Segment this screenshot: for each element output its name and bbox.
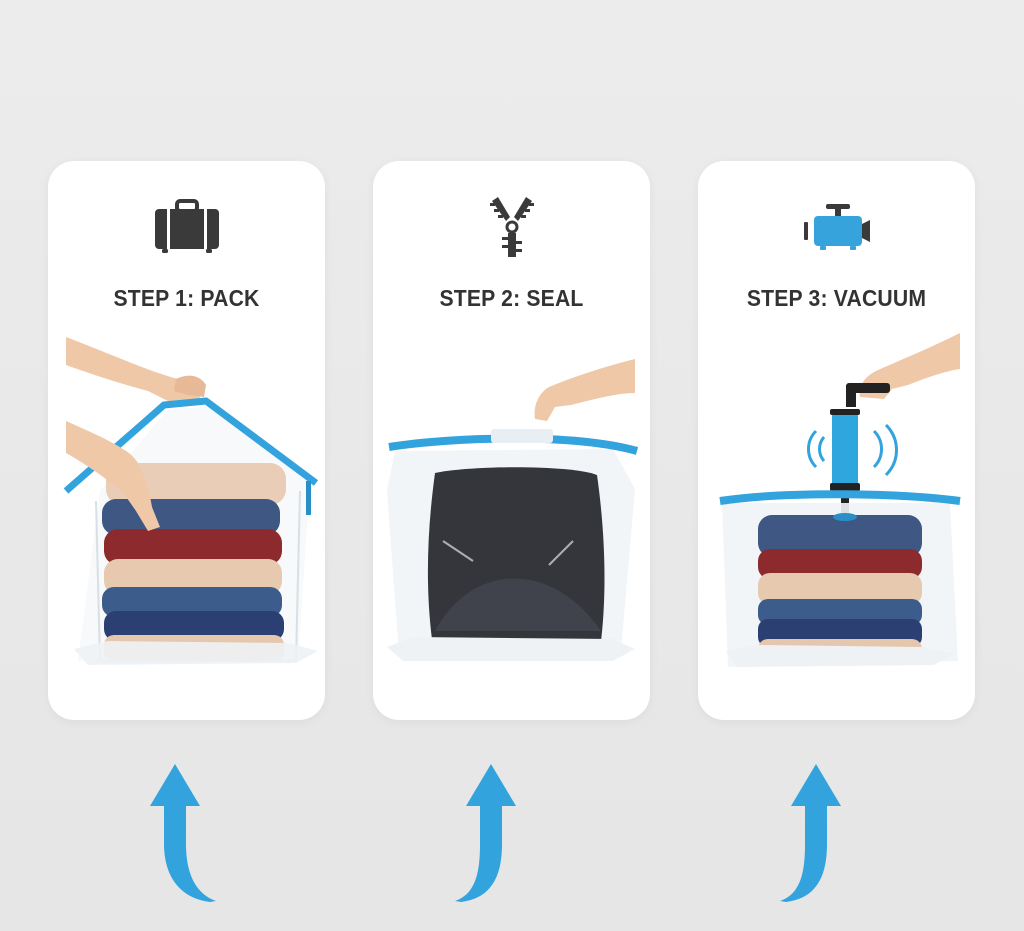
step-title: STEP 3: VACUUM xyxy=(746,285,927,311)
zipper-icon xyxy=(373,197,650,257)
vacuum-photo xyxy=(698,331,975,720)
curved-up-arrow-icon xyxy=(780,764,870,904)
curved-up-arrow-icon xyxy=(455,764,545,904)
step-card-vacuum: STEP 3: VACUUM xyxy=(698,161,975,720)
step-title: STEP 1: PACK xyxy=(113,285,260,311)
pack-photo xyxy=(48,331,325,720)
step-card-seal: STEP 2: SEAL xyxy=(373,161,650,720)
step-title: STEP 2: SEAL xyxy=(439,285,584,311)
vacuum-pump-icon xyxy=(698,197,975,257)
suitcase-icon xyxy=(48,197,325,257)
curved-up-arrow-icon xyxy=(148,764,238,904)
seal-photo xyxy=(373,331,650,720)
step-card-pack: STEP 1: PACK xyxy=(48,161,325,720)
